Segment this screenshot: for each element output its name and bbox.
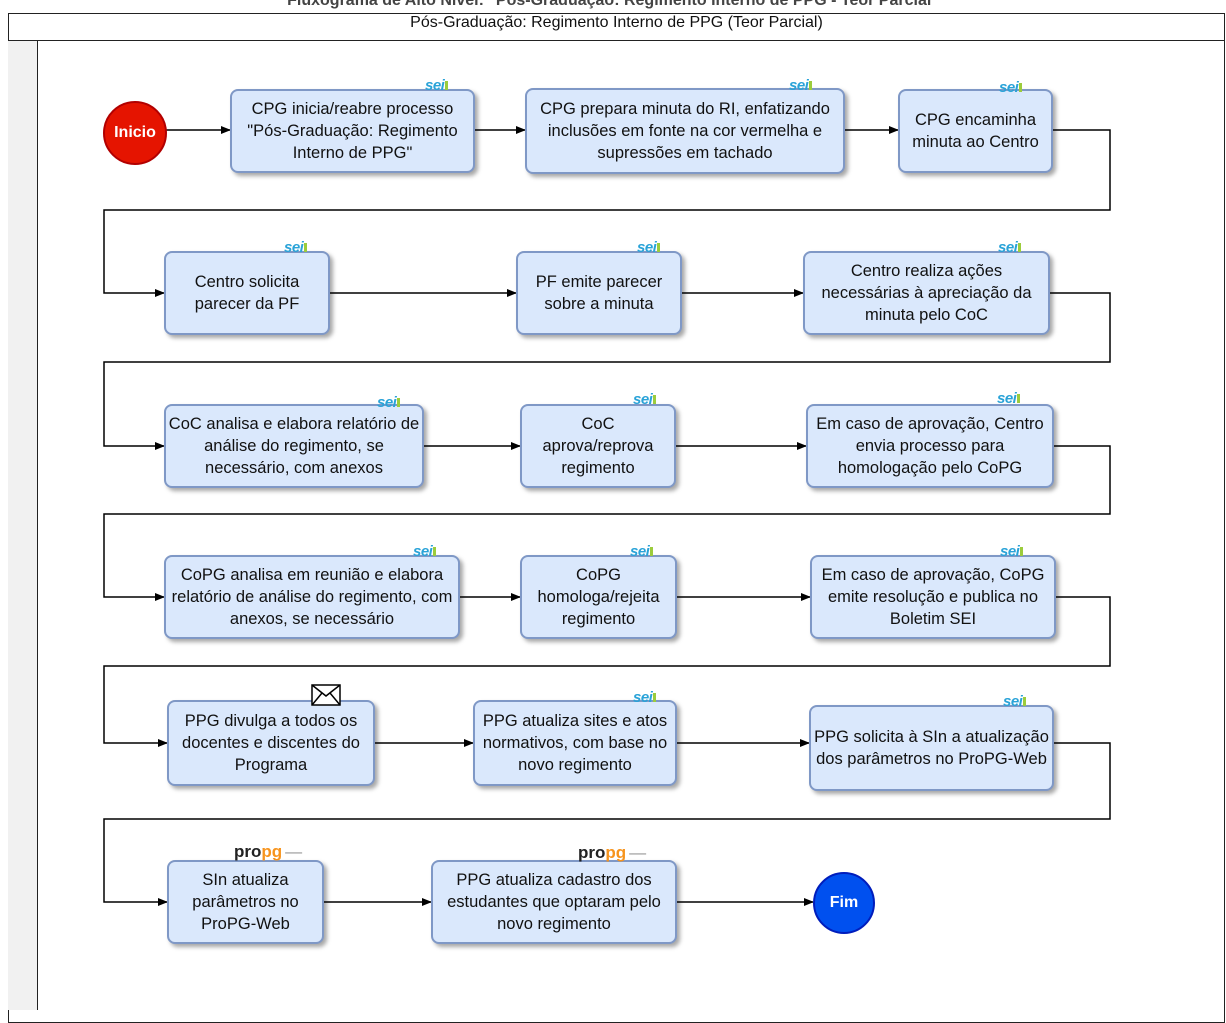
sei-icon: sei bbox=[789, 77, 813, 94]
sei-icon: sei bbox=[633, 391, 657, 408]
task-step-4[interactable]: Centro solicita parecer da PF bbox=[164, 251, 330, 335]
start-event[interactable]: Inicio bbox=[103, 101, 167, 165]
task-step-11[interactable]: CoPG homologa/rejeita regimento bbox=[520, 555, 677, 639]
task-step-17[interactable]: PPG atualiza cadastro dos estudantes que… bbox=[431, 860, 677, 944]
sei-icon: sei bbox=[377, 394, 401, 411]
propg-logo-text-a: pro bbox=[578, 843, 606, 862]
task-step-10[interactable]: CoPG analisa em reunião e elabora relató… bbox=[164, 555, 460, 639]
connector-step9-step10 bbox=[103, 445, 1111, 601]
task-step-7[interactable]: CoC analisa e elabora relatório de análi… bbox=[164, 404, 424, 488]
pool-title: Pós-Graduação: Regimento Interno de PPG … bbox=[8, 13, 1225, 41]
sei-icon: sei bbox=[425, 77, 449, 94]
task-step-8[interactable]: CoC aprova/reprova regimento bbox=[520, 404, 676, 488]
task-step-14[interactable]: PPG atualiza sites e atos normativos, co… bbox=[473, 700, 677, 786]
task-step-12[interactable]: Em caso de aprovação, CoPG emite resoluç… bbox=[810, 555, 1056, 639]
task-step-2[interactable]: CPG prepara minuta do RI, enfatizando in… bbox=[525, 88, 845, 174]
task-step-15[interactable]: PPG solicita à SIn a atualização dos par… bbox=[809, 705, 1054, 791]
diagram-top-title: Fluxograma de Alto Nível: "Pós-Graduação… bbox=[287, 0, 939, 9]
sei-icon: sei bbox=[633, 689, 657, 706]
task-step-9[interactable]: Em caso de aprovação, Centro envia proce… bbox=[806, 404, 1054, 488]
sei-icon: sei bbox=[998, 239, 1022, 256]
propg-logo-text-b: pg bbox=[605, 843, 627, 862]
task-step-3[interactable]: CPG encaminha minuta ao Centro bbox=[898, 89, 1053, 173]
sei-icon: sei bbox=[413, 543, 437, 560]
connector-step12-step13 bbox=[103, 596, 1111, 747]
lane-strip bbox=[8, 41, 38, 1010]
task-step-16[interactable]: SIn atualiza parâmetros no ProPG-Web bbox=[167, 860, 324, 944]
connector-step15-step16 bbox=[103, 742, 1111, 906]
sei-icon: sei bbox=[997, 390, 1021, 407]
connector-step6-step7 bbox=[103, 292, 1111, 450]
envelope-icon bbox=[311, 684, 341, 706]
propg-logo-text-a: pro bbox=[234, 842, 262, 861]
propg-logo-text-b: pg bbox=[261, 842, 283, 861]
end-event[interactable]: Fim bbox=[813, 872, 875, 934]
propg-logo-icon: propg— bbox=[234, 842, 303, 861]
task-step-5[interactable]: PF emite parecer sobre a minuta bbox=[516, 251, 682, 335]
propg-logo-icon: propg— bbox=[578, 843, 647, 862]
sei-icon: sei bbox=[999, 79, 1023, 96]
task-step-6[interactable]: Centro realiza ações necessárias à aprec… bbox=[803, 251, 1050, 335]
task-step-1[interactable]: CPG inicia/reabre processo "Pós-Graduaçã… bbox=[230, 89, 475, 173]
sei-icon: sei bbox=[1003, 693, 1027, 710]
sei-icon: sei bbox=[630, 543, 654, 560]
sei-icon: sei bbox=[637, 239, 661, 256]
connector-step3-step4 bbox=[103, 129, 1111, 297]
task-step-13[interactable]: PPG divulga a todos os docentes e discen… bbox=[167, 700, 375, 786]
sei-icon: sei bbox=[1000, 543, 1024, 560]
sei-icon: sei bbox=[284, 239, 308, 256]
